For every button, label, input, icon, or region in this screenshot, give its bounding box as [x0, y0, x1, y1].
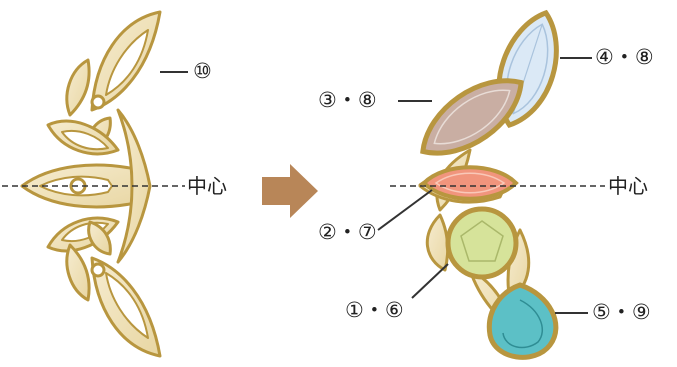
leader-line-1-6 [412, 264, 448, 298]
label-stone-1-6: ①・⑥ [345, 300, 404, 321]
stone-marquise-coral [424, 167, 516, 199]
stone-round-green [448, 209, 516, 277]
leader-line-2-7 [378, 190, 432, 230]
stone-pear-teal [489, 285, 556, 357]
label-part-10: ⑩ [193, 61, 212, 82]
label-stone-5-9: ⑤・⑨ [592, 302, 651, 323]
label-stone-2-7: ②・⑦ [318, 222, 377, 243]
label-stone-3-8: ③・⑧ [318, 90, 377, 111]
arrow-right [262, 164, 318, 218]
left-filigree-part [22, 12, 160, 356]
label-center-left: 中心 [187, 176, 227, 196]
label-center-right: 中心 [608, 176, 648, 196]
label-stone-4-8: ④・⑧ [595, 47, 654, 68]
